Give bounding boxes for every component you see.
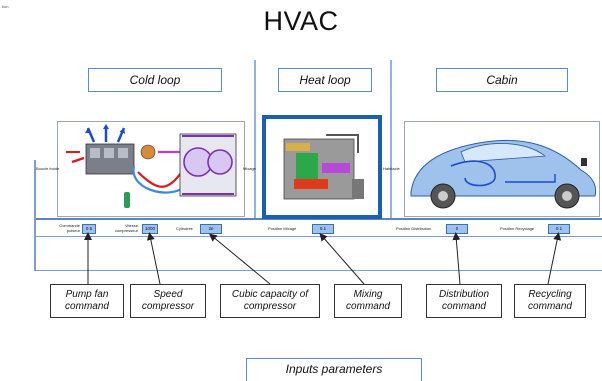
callout-line: Distribution — [438, 289, 490, 300]
arrow-speed — [146, 232, 161, 285]
separator-left — [254, 60, 256, 218]
arrow-cubic — [208, 233, 271, 285]
corner-text: tion. — [2, 4, 10, 9]
bus-left-vertical — [34, 160, 36, 270]
callout-distribution: Distribution command — [426, 284, 502, 318]
arrow-mixing — [319, 232, 365, 285]
port-label-right: Habitacle — [383, 166, 400, 171]
callout-line: Cubic capacity of — [231, 289, 309, 300]
callout-line: command — [65, 301, 109, 312]
callout-line: compressor — [243, 301, 297, 312]
cabin-panel — [404, 121, 600, 217]
callout-mixing: Mixing command — [334, 284, 402, 318]
callout-pump-fan: Pump fan command — [50, 284, 124, 318]
callout-line: command — [442, 301, 486, 312]
bus-line-lower — [34, 270, 602, 271]
heat-loop-illustration — [283, 134, 364, 200]
arrow-distribution — [452, 232, 461, 285]
param-label: Cylindrée — [176, 226, 193, 231]
cold-loop-illustration — [66, 124, 237, 208]
callout-line: compressor — [141, 301, 195, 312]
callout-line: Recycling — [528, 289, 572, 300]
heat-loop-panel — [262, 115, 382, 219]
callout-line: command — [528, 301, 572, 312]
callout-recycling: Recycling command — [514, 284, 586, 318]
cabin-illustration — [410, 139, 597, 209]
callout-line: Mixing — [353, 289, 383, 300]
param-label: Position Recyclage — [500, 226, 535, 231]
callout-line: Speed — [153, 289, 183, 300]
bus-line-bottom — [34, 236, 602, 237]
callout-line: command — [346, 301, 390, 312]
inputs-parameters-label: Inputs parameters — [246, 358, 422, 381]
param-label: Vitesse compresseur — [114, 223, 138, 233]
param-label: Commande pulseur — [59, 223, 80, 233]
port-label-left: Boucle froide — [36, 166, 60, 171]
section-heat-loop: Heat loop — [278, 68, 372, 92]
section-cold-loop: Cold loop — [88, 68, 222, 92]
bus-line-top — [34, 218, 602, 220]
callout-line: Pump fan — [65, 289, 109, 300]
page-title: HVAC — [263, 6, 339, 36]
cold-loop-panel — [57, 121, 245, 217]
param-label: Position Mixage — [268, 226, 297, 231]
callout-cubic-capacity: Cubic capacity of compressor — [220, 284, 320, 318]
callout-speed: Speed compressor — [130, 284, 206, 318]
arrow-recycling — [547, 232, 562, 285]
section-cabin: Cabin — [436, 68, 568, 92]
param-label: Position Distribution — [396, 226, 432, 231]
separator-right — [390, 60, 392, 218]
port-label-mid: Mixage — [243, 166, 256, 171]
